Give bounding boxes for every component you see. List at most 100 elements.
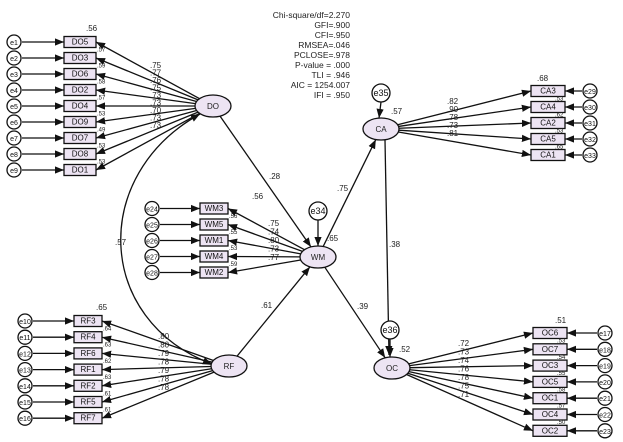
error-e20 [597, 374, 613, 390]
path-label-ca-oc: .38 [389, 240, 401, 249]
indicator-r2-ca5: .65 [555, 145, 564, 151]
indicator-wm2-label: WM2 [205, 268, 224, 277]
error-e19-label: e19 [599, 364, 611, 371]
structural-error-wm [308, 201, 328, 221]
loading-arrow-rf1 [101, 365, 212, 373]
latent-do [194, 94, 232, 118]
loading-arrow-wm3 [227, 207, 305, 251]
indicator-do5-label: DO5 [72, 38, 89, 47]
indicator-r2-oc5: .58 [557, 387, 566, 393]
indicator-rf3 [73, 314, 103, 328]
latent-rf [210, 354, 248, 378]
error-e17-label: e17 [599, 331, 611, 338]
error-e31 [582, 115, 598, 131]
indicator-ca4-label: CA4 [540, 103, 556, 112]
indicator-oc2-label: OC2 [542, 426, 559, 435]
indicator-wm4 [199, 250, 229, 263]
error-e19 [597, 357, 613, 374]
error-e16-label: e16 [19, 416, 31, 423]
indicator-ca3 [530, 84, 566, 98]
error-e30-label: e30 [584, 105, 596, 112]
loading-label-do5: .75 [150, 61, 162, 70]
latent-wm [299, 245, 337, 269]
structural-error-ca-label: e35 [373, 88, 388, 98]
loading-label-oc5: .76 [458, 365, 470, 374]
error-e25 [144, 216, 160, 233]
loading-label-do4: .73 [150, 91, 162, 100]
loading-arrow-oc2 [406, 373, 534, 432]
loading-arrow-oc3 [409, 362, 534, 370]
loading-label-do3: .77 [150, 69, 162, 78]
error-e28-label: e28 [146, 271, 158, 278]
indicator-r2-ca2: .53 [555, 129, 564, 135]
path-rf-wm [236, 266, 311, 357]
path-do-wm [219, 115, 312, 248]
structural-error-oc-label: e36 [382, 325, 397, 335]
loading-label-rf7: .78 [158, 383, 170, 392]
indicator-oc3 [532, 359, 568, 372]
indicator-r2-rf5: .61 [103, 408, 112, 414]
indicator-do5 [63, 35, 97, 49]
error-e12-label: e12 [19, 351, 31, 358]
loading-arrow-oc5 [409, 369, 534, 385]
indicator-r2-wm4: .59 [229, 262, 238, 268]
loading-arrow-do8 [95, 111, 199, 155]
path-label-wm-ca: .75 [337, 184, 349, 193]
error-e4 [6, 82, 22, 98]
group-r2-do: .56 [86, 24, 98, 33]
indicator-r2-oc3: .55 [557, 371, 566, 377]
indicator-do7 [63, 131, 97, 145]
error-e4-label: e4 [10, 88, 18, 95]
error-e13-label: e13 [19, 368, 31, 375]
loading-arrow-do3 [95, 57, 199, 101]
loading-label-oc7: .73 [458, 348, 470, 357]
indicator-wm3-label: WM3 [205, 204, 224, 213]
indicator-rf2-label: RF2 [80, 381, 96, 390]
error-e14 [17, 378, 33, 394]
indicator-rf5-label: RF5 [80, 398, 96, 407]
loading-arrow-oc4 [407, 372, 534, 416]
error-e24-label: e24 [146, 207, 158, 214]
error-e32-label: e32 [584, 137, 596, 144]
r2-ca: .57 [391, 107, 403, 116]
indicator-oc5 [532, 375, 568, 389]
error-e13 [17, 361, 33, 378]
indicator-r2-wm5: .55 [229, 230, 238, 236]
error-e33 [582, 147, 598, 163]
error-e11 [17, 329, 33, 345]
indicator-r2-do2: .57 [97, 96, 106, 102]
loading-arrow-do5 [95, 41, 200, 100]
indicator-rf4 [73, 331, 103, 344]
indicator-oc6 [532, 326, 568, 340]
error-e29-label: e29 [584, 89, 596, 96]
loading-label-oc3: .74 [458, 356, 470, 365]
indicator-rf3-label: RF3 [80, 317, 96, 326]
error-e2 [6, 50, 22, 66]
error-e11-label: e11 [19, 335, 30, 342]
loading-label-do6: .76 [150, 76, 162, 85]
loading-label-do7: .70 [150, 106, 162, 115]
indicator-rf4-label: RF4 [80, 333, 96, 342]
path-ca-oc [384, 139, 393, 356]
indicator-r2-do5: .57 [97, 48, 106, 54]
indicator-rf6-label: RF6 [80, 349, 96, 358]
error-e24 [144, 200, 160, 217]
loading-label-rf2: .79 [158, 366, 170, 375]
loading-arrow-oc1 [408, 371, 534, 400]
error-e30 [582, 99, 598, 115]
indicator-oc3-label: OC3 [542, 361, 559, 370]
indicator-do9 [63, 115, 97, 129]
indicator-oc7 [532, 343, 568, 356]
loading-arrow-ca1 [398, 131, 532, 158]
error-e25-label: e25 [146, 223, 158, 230]
loading-arrow-do6 [95, 72, 197, 103]
indicator-ca2 [530, 116, 566, 130]
error-e32 [582, 131, 598, 147]
indicator-do9-label: DO9 [72, 118, 89, 127]
path-label-rf-wm: .61 [261, 301, 273, 310]
indicator-oc4-label: OC4 [542, 410, 559, 419]
loading-label-oc2: .71 [458, 390, 470, 399]
loading-label-oc4: .75 [458, 382, 470, 391]
error-e33-label: e33 [584, 153, 596, 160]
error-e21-label: e21 [599, 396, 611, 403]
